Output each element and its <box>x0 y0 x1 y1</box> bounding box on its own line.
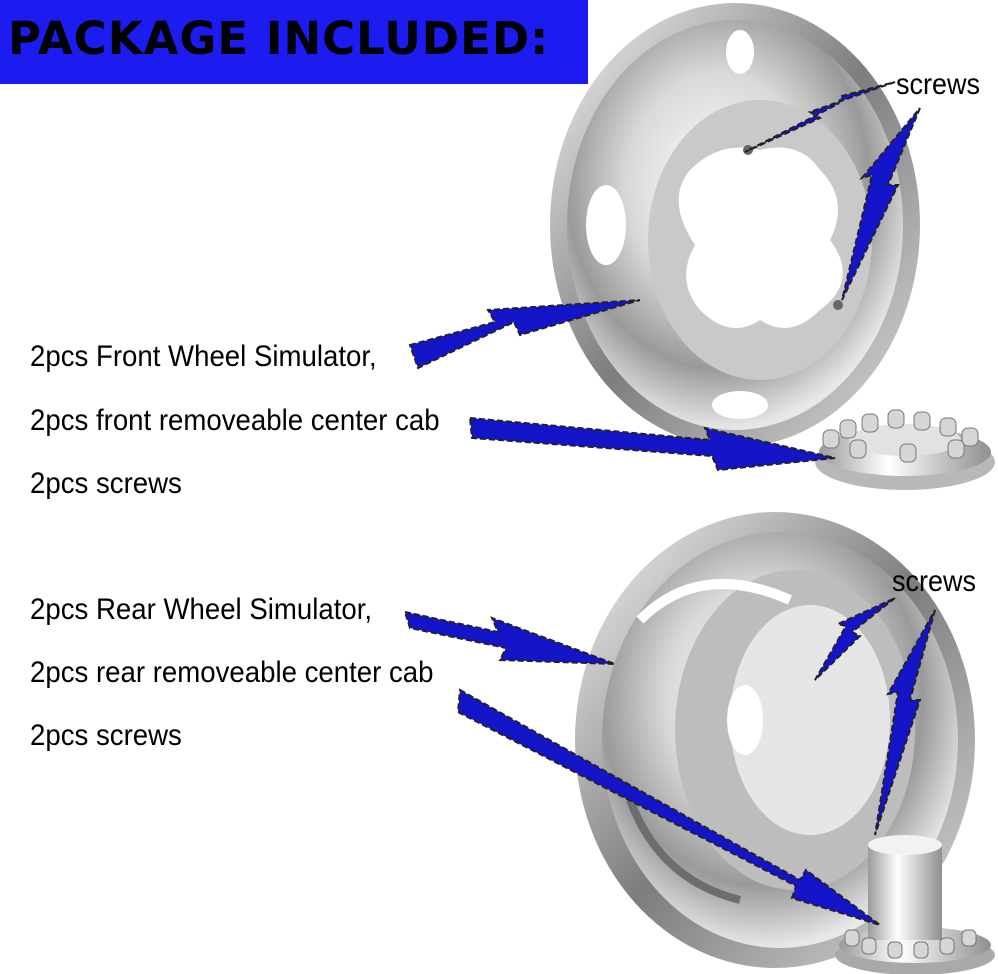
rear-center-cab-label: 2pcs rear removeable center cab <box>30 656 434 689</box>
rear-wheel-simulator-label: 2pcs Rear Wheel Simulator, <box>30 593 373 626</box>
arrow-front-screw-1 <box>744 81 896 153</box>
arrow-front-cap <box>468 416 836 472</box>
arrow-rear-screw-1 <box>814 597 896 681</box>
arrow-rear-cap <box>456 688 881 926</box>
front-screws-callout: screws <box>896 68 981 101</box>
front-wheel-simulator-label: 2pcs Front Wheel Simulator, <box>30 340 377 373</box>
rear-screws-callout: screws <box>892 565 977 598</box>
front-screws-label: 2pcs screws <box>30 467 182 500</box>
front-center-cab-label: 2pcs front removeable center cab <box>30 404 440 437</box>
callout-arrows <box>403 81 936 926</box>
rear-center-cap <box>835 835 995 974</box>
arrow-rear-wheel <box>403 610 616 665</box>
package-included-banner: PACKAGE INCLUDED: <box>0 0 588 84</box>
arrow-front-wheel <box>408 299 641 370</box>
banner-title: PACKAGE INCLUDED: <box>8 12 550 65</box>
arrow-rear-screw-2 <box>874 609 936 836</box>
rear-screws-label: 2pcs screws <box>30 719 182 752</box>
front-center-cap <box>815 409 995 490</box>
arrow-front-screw-2 <box>841 107 921 301</box>
front-wheel-simulator <box>550 3 920 447</box>
